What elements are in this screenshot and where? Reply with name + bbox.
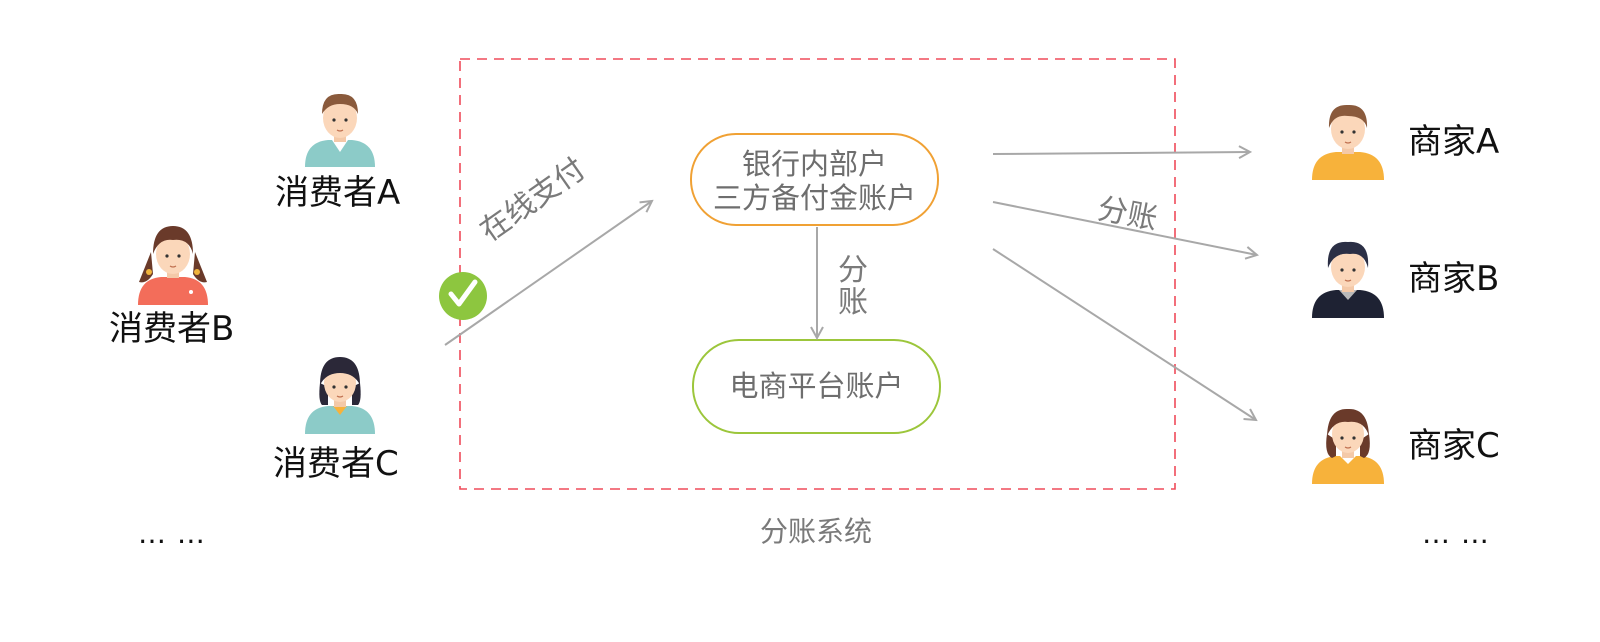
consumer-b-avatar — [138, 226, 208, 305]
consumer-c-label: 消费者C — [273, 444, 399, 484]
merchant-c-avatar — [1312, 408, 1384, 484]
arrow-to-merchant-a — [992, 152, 1250, 154]
payment-arrow — [444, 201, 652, 346]
consumer-a-label: 消费者A — [275, 173, 401, 213]
consumer-a-avatar — [305, 93, 375, 167]
merchant-a-avatar — [1312, 104, 1384, 180]
bank-account-node — [690, 133, 939, 226]
merchant-ellipsis: … … — [1422, 517, 1490, 550]
platform-account-label: 电商平台账户 — [729, 369, 904, 403]
merchant-b-label: 商家B — [1408, 259, 1500, 299]
wechat-pay-check-icon — [439, 272, 487, 320]
arrow-to-merchant-b — [992, 201, 1257, 255]
split-label-vertical-2: 账 — [838, 285, 868, 320]
consumer-c-avatar — [305, 357, 375, 434]
consumer-b-label: 消费者B — [109, 309, 235, 349]
platform-account-node — [692, 339, 941, 434]
split-label-vertical-1: 分 — [838, 253, 868, 288]
merchant-a-label: 商家A — [1408, 122, 1500, 162]
split-system-caption: 分账系统 — [760, 515, 873, 548]
merchant-c-label: 商家C — [1408, 426, 1500, 466]
consumer-ellipsis: … … — [138, 517, 206, 550]
merchant-b-avatar — [1312, 241, 1384, 318]
bank-account-label-line1: 银行内部户 — [741, 147, 887, 181]
bank-account-label-line2: 三方备付金账户 — [712, 181, 916, 215]
arrow-to-merchant-c — [992, 248, 1256, 420]
